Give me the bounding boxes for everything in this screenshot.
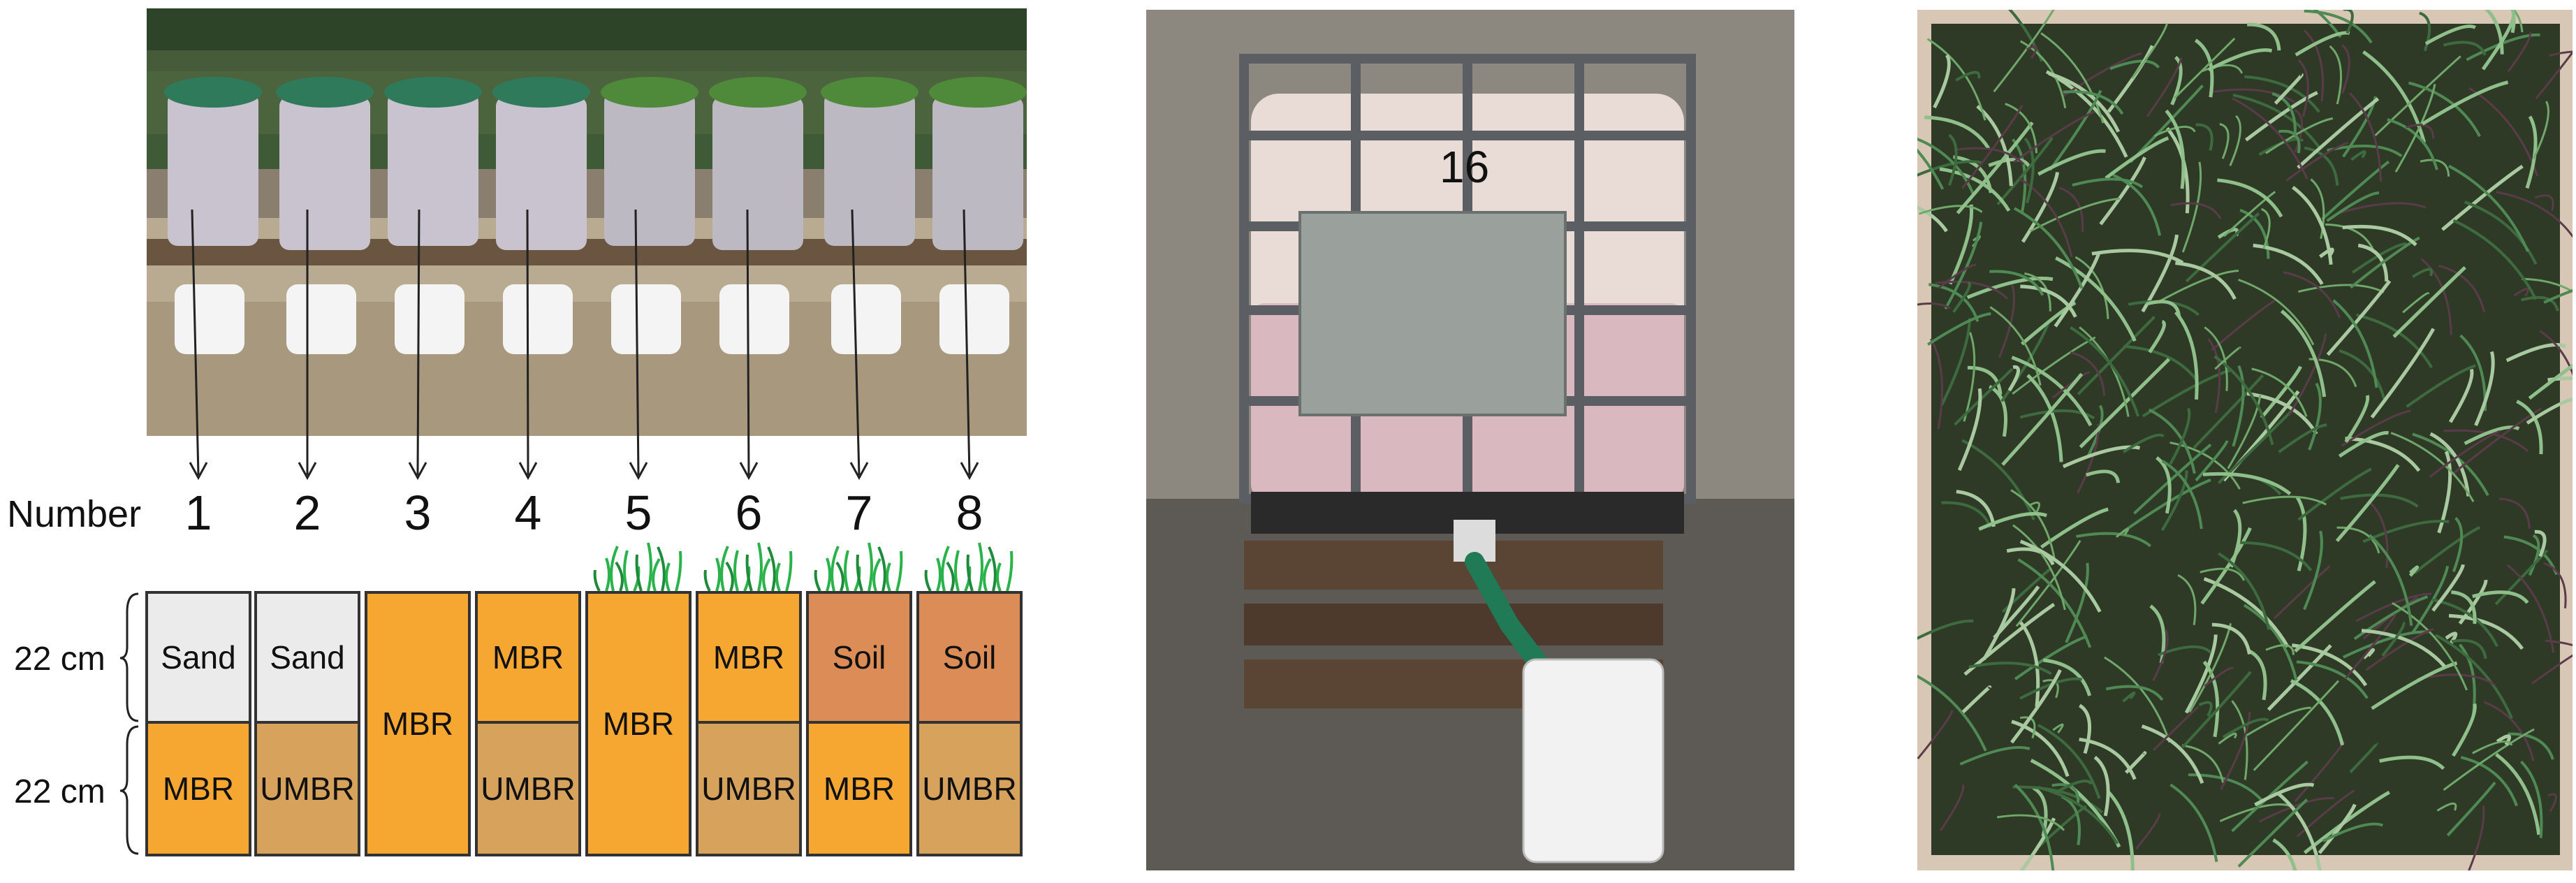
bin-2 <box>279 96 370 250</box>
column-number-3: 3 <box>404 486 432 540</box>
arrowhead-1 <box>189 462 208 481</box>
arrowhead-8 <box>960 462 979 481</box>
column-number-7: 7 <box>845 486 873 540</box>
bin-cover-6 <box>709 77 807 108</box>
depth-braces <box>119 592 139 855</box>
bucket-5 <box>611 284 681 354</box>
column-3-full-layer: MBR <box>365 591 471 856</box>
bin-3 <box>388 92 478 246</box>
column-number-1: 1 <box>184 486 212 540</box>
bin-cover-2 <box>276 77 374 108</box>
arrowhead-4 <box>518 462 538 481</box>
bin-cover-4 <box>492 77 590 108</box>
arrow-7 <box>851 209 861 476</box>
bin-7 <box>824 92 915 246</box>
bin-cover-1 <box>164 77 262 108</box>
bin-4 <box>496 96 587 250</box>
column-number-2: 2 <box>293 486 321 540</box>
arrow-5 <box>634 209 640 476</box>
column-number-6: 6 <box>735 486 763 540</box>
bucket-2 <box>286 284 356 354</box>
vegetation-markers <box>593 542 1013 592</box>
arrowhead-7 <box>849 462 869 481</box>
columns-photo <box>147 8 1027 436</box>
column-6-top-layer: MBR <box>696 591 802 724</box>
bin-1 <box>168 92 258 246</box>
bin-cover-3 <box>384 77 482 108</box>
column-number-5: 5 <box>624 486 652 540</box>
tank-photo: 16 <box>1146 10 1794 870</box>
column-7-top-layer: Soil <box>806 591 912 724</box>
grass-marker-7 <box>814 542 903 592</box>
bucket-4 <box>503 284 573 354</box>
column-6-bottom-layer: UMBR <box>696 721 802 856</box>
bin-cover-7 <box>821 77 919 108</box>
column-1-bottom-layer: MBR <box>145 721 251 856</box>
bucket-3 <box>395 284 464 354</box>
grass-photo <box>1917 10 2573 870</box>
bin-cover-5 <box>601 77 698 108</box>
bucket-6 <box>719 284 789 354</box>
grass-marker-5 <box>593 542 682 592</box>
column-number-4: 4 <box>514 486 542 540</box>
grass-marker-6 <box>703 542 793 592</box>
arrowhead-6 <box>739 462 759 481</box>
bucket-8 <box>939 284 1009 354</box>
bucket-1 <box>175 284 244 354</box>
bin-8 <box>932 96 1023 250</box>
arrowhead-5 <box>629 462 648 481</box>
bin-5 <box>604 92 695 246</box>
column-4-bottom-layer: UMBR <box>475 721 581 856</box>
depth-label-bottom: 22 cm <box>14 773 105 810</box>
arrow-3 <box>416 209 420 476</box>
arrowhead-3 <box>408 462 427 481</box>
column-2-top-layer: Sand <box>254 591 360 724</box>
column-4-top-layer: MBR <box>475 591 581 724</box>
column-7-bottom-layer: MBR <box>806 721 912 856</box>
column-1-top-layer: Sand <box>145 591 251 724</box>
depth-label-top: 22 cm <box>14 641 105 678</box>
column-8-bottom-layer: UMBR <box>916 721 1023 856</box>
column-number-8: 8 <box>956 486 983 540</box>
column-2-bottom-layer: UMBR <box>254 721 360 856</box>
arrowhead-2 <box>298 462 317 481</box>
number-row-label: Number <box>7 493 142 535</box>
column-5-full-layer: MBR <box>585 591 691 856</box>
arrow-4 <box>526 209 529 476</box>
grass-marker-8 <box>924 542 1013 592</box>
bucket-7 <box>831 284 901 354</box>
arrow-6 <box>746 209 750 476</box>
arrow-8 <box>963 209 971 476</box>
column-arrows <box>189 209 979 481</box>
arrow-1 <box>191 209 200 476</box>
bin-6 <box>712 96 803 250</box>
column-8-top-layer: Soil <box>916 591 1023 724</box>
tank-number: 16 <box>1440 142 1490 192</box>
bin-cover-8 <box>929 77 1027 108</box>
